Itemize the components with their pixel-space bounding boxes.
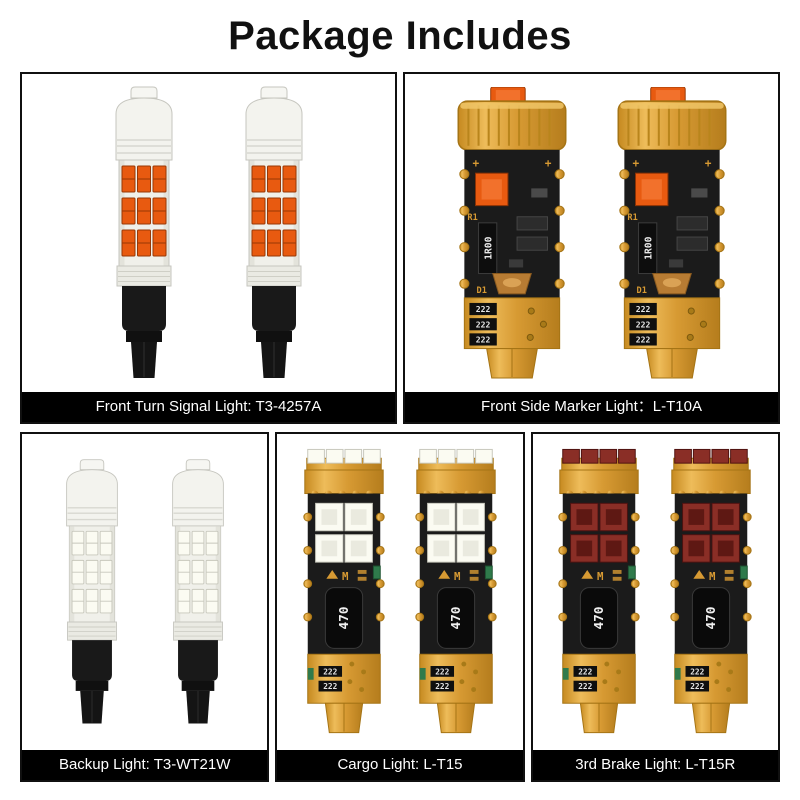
third-brake-light-art	[533, 434, 778, 750]
bottom-row: Backup Light: T3-WT21W Cargo Light: L-T1…	[20, 432, 780, 782]
backup-light-art	[22, 434, 267, 750]
page-title: Package Includes	[228, 14, 572, 58]
panel-label-third-brake-light: 3rd Brake Light: L-T15R	[532, 750, 778, 780]
panel-third-brake-light: 3rd Brake Light: L-T15R	[530, 432, 780, 782]
front-side-marker-bulb-image	[446, 87, 578, 381]
front-side-marker-art	[405, 74, 778, 392]
panel-front-turn-signal: Front Turn Signal Light: T3-4257A	[20, 72, 397, 424]
cargo-light-art	[277, 434, 522, 750]
cargo-bulb-image	[407, 448, 505, 738]
panel-cargo-light: Cargo Light: L-T15	[275, 432, 525, 782]
front-turn-signal-art	[22, 74, 395, 392]
third-brake-bulb-image	[662, 448, 760, 738]
panel-label-front-side-marker: Front Side Marker Light：L-T10A	[405, 392, 778, 422]
front-side-marker-bulb-image	[606, 87, 738, 381]
panel-label-front-turn-signal: Front Turn Signal Light: T3-4257A	[22, 392, 395, 422]
cargo-bulb-image	[295, 448, 393, 738]
panel-backup-light: Backup Light: T3-WT21W	[20, 432, 270, 782]
panel-front-side-marker: Front Side Marker Light：L-T10A	[403, 72, 780, 424]
backup-bulb-image	[46, 457, 138, 729]
top-row: Front Turn Signal Light: T3-4257A Front …	[20, 72, 780, 424]
backup-bulb-image	[152, 457, 244, 729]
panel-label-backup-light: Backup Light: T3-WT21W	[22, 750, 268, 780]
panel-label-cargo-light: Cargo Light: L-T15	[277, 750, 523, 780]
front-turn-signal-bulb-image	[223, 84, 325, 384]
third-brake-bulb-image	[550, 448, 648, 738]
front-turn-signal-bulb-image	[93, 84, 195, 384]
